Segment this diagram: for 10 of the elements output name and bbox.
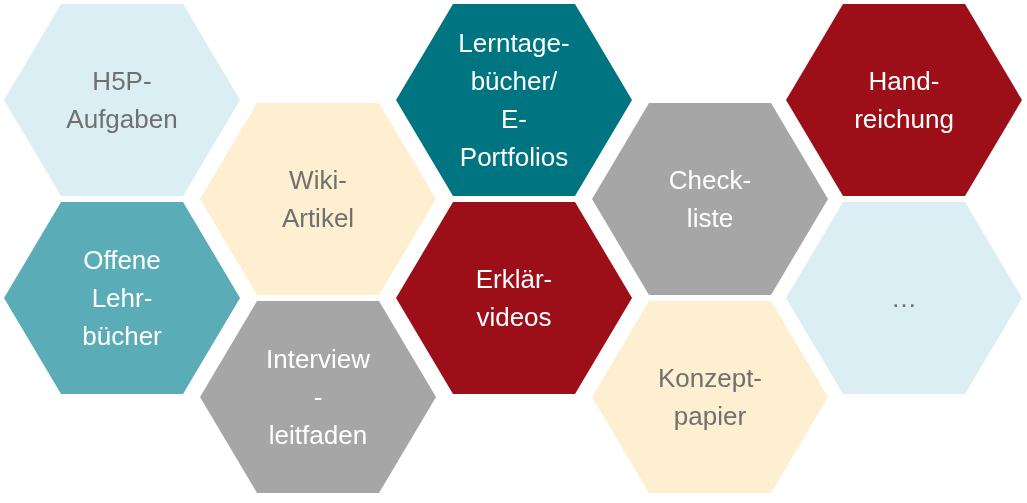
tile-label: Offene Lehr- bücher: [82, 244, 162, 353]
tile-label: H5P- Aufgaben: [66, 65, 178, 136]
tile-label: Hand- reichung: [854, 65, 954, 136]
tile-label: Konzept- papier: [657, 362, 763, 433]
tile-label: Wiki- Artikel: [281, 164, 355, 235]
tile-label: Lerntage- bücher/ E- Portfolios: [458, 27, 570, 174]
tile-label: …: [891, 282, 917, 315]
tile-label: Erklär- videos: [475, 263, 553, 334]
tile-label: Check- liste: [668, 164, 752, 235]
tile-label: Interview -leitfaden: [266, 343, 370, 452]
